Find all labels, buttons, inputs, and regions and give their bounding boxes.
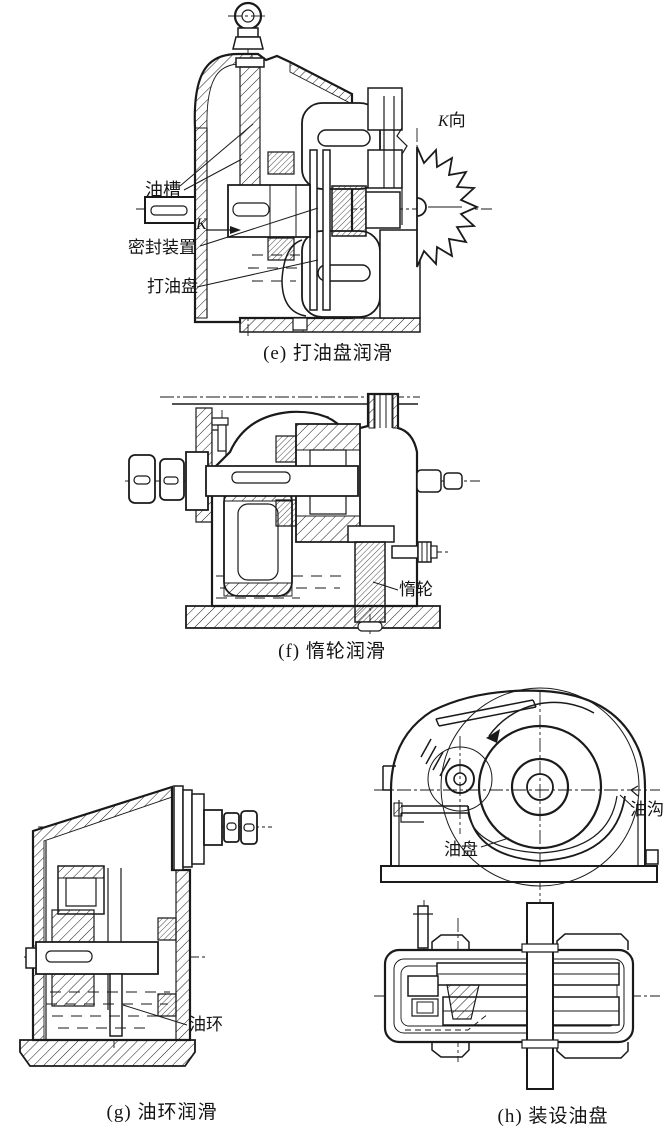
- callout-seal-device: 密封装置: [128, 238, 196, 257]
- break-line: [397, 100, 407, 225]
- leader-lines-f: [373, 582, 398, 590]
- view-label-k: K: [438, 113, 449, 130]
- leader-lines-g: [123, 1005, 187, 1025]
- oil-pan: [394, 796, 625, 861]
- gear-mesh-hatch: [421, 739, 450, 776]
- callout-oil-groove: 油槽: [145, 180, 181, 200]
- callout-oil-ring: 油环: [189, 1015, 223, 1034]
- view-label-dir: 向: [448, 111, 466, 130]
- callout-idler-wheel: 惰轮: [399, 580, 433, 599]
- slinger-disc-k-view: [417, 147, 477, 267]
- gear-circles: [421, 688, 639, 886]
- section-mark-k: K: [196, 216, 207, 233]
- oil-level-g: [46, 992, 170, 1028]
- view-label-k-direction: K向: [438, 111, 466, 131]
- output-shaft-g: [204, 810, 257, 845]
- input-shaft: [145, 185, 400, 237]
- eye-bolt: [228, 3, 268, 49]
- rotation-arrow: [486, 702, 594, 743]
- mid-shaft-g: [26, 942, 158, 974]
- callout-oil-channel: 油沟: [630, 800, 664, 819]
- bearing-cap-g: [174, 786, 204, 870]
- end-view-housing: [381, 691, 658, 882]
- leader-lines-e: [180, 124, 318, 287]
- oil-ring: [110, 974, 122, 1036]
- figure-h-drawing: [374, 688, 660, 1089]
- callout-oil-pan: 油盘: [444, 840, 478, 859]
- leader-lines-h: [481, 795, 632, 847]
- rolling-bearings-e: [268, 152, 294, 260]
- plan-view-gears: [405, 906, 619, 1030]
- figure-e-drawing: [136, 2, 492, 336]
- idler-wheel: [348, 526, 394, 631]
- shaft-f: [129, 452, 462, 510]
- lower-flange-pocket: [282, 230, 420, 318]
- idler-bolt: [392, 542, 437, 562]
- gear-wheel-f: [224, 488, 292, 596]
- caption-figure-h: (h) 装设油盘: [497, 1106, 609, 1127]
- worm-wheel-g: [58, 866, 121, 1010]
- figure-g-drawing: [20, 786, 272, 1066]
- upper-flange-pocket: [302, 88, 402, 189]
- worm-shaft-column: [236, 58, 264, 187]
- callout-oil-slinger-disc: 打油盘: [147, 277, 198, 296]
- vertical-shaft: [522, 903, 558, 1089]
- figure-f-drawing: [125, 394, 480, 634]
- caption-figure-e: (e) 打油盘润滑: [263, 343, 393, 364]
- caption-figure-g: (g) 油环润滑: [106, 1102, 218, 1123]
- caption-figure-f: (f) 惰轮润滑: [278, 641, 386, 662]
